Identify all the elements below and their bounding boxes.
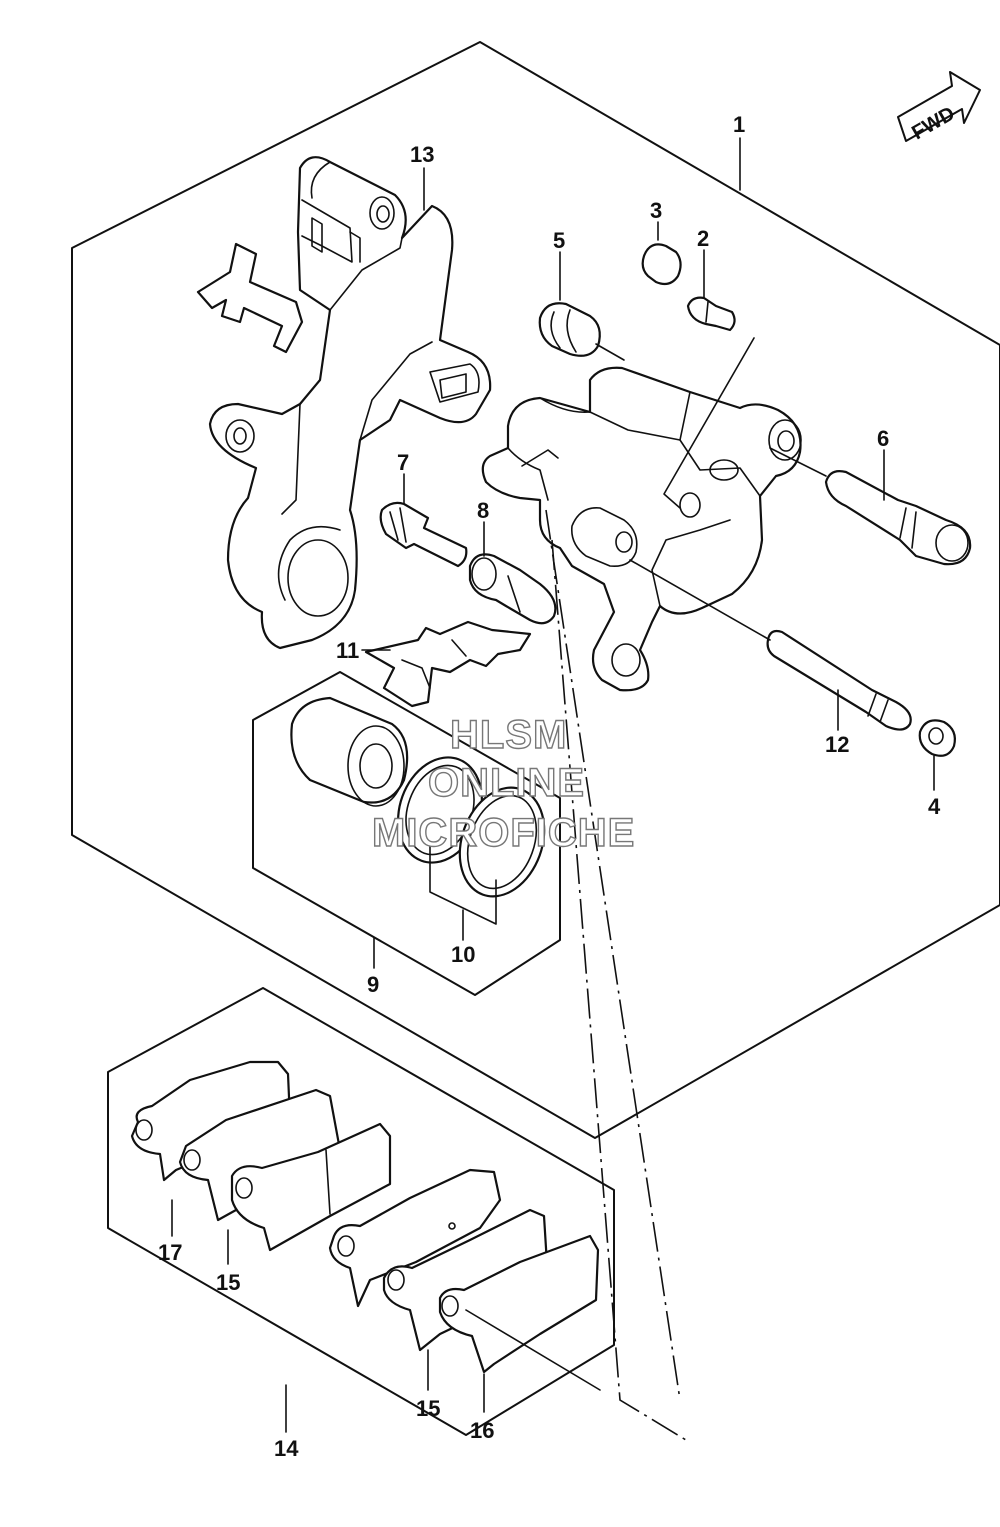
- callout-16: 16: [470, 1418, 494, 1443]
- callout-4: 4: [928, 794, 941, 819]
- caliper-body: [481, 366, 802, 692]
- callout-10: 10: [451, 942, 475, 967]
- pad-shim-inner-left: [178, 1088, 342, 1222]
- callout-1: 1: [733, 112, 745, 137]
- pad-shim-outer-right: [438, 1234, 600, 1374]
- callout-17: 17: [158, 1240, 182, 1265]
- callout-15a: 15: [216, 1270, 240, 1295]
- callout-14: 14: [274, 1436, 299, 1461]
- dust-seal: [458, 786, 546, 898]
- callout-6: 6: [877, 426, 889, 451]
- bleeder-valve: [686, 296, 736, 332]
- fwd-label: FWD: [908, 102, 958, 144]
- callout-15b: 15: [416, 1396, 440, 1421]
- callout-13: 13: [410, 142, 434, 167]
- watermark: HLSM ONLINE MICROFICHE: [371, 712, 635, 855]
- brake-pad-right: [328, 1168, 502, 1308]
- slide-pin: [824, 470, 972, 566]
- slide-pin-bolt: [379, 501, 468, 568]
- pad-spring: [364, 620, 532, 708]
- watermark-line-1: HLSM: [450, 713, 567, 757]
- watermark-line-3: MICROFICHE: [372, 811, 635, 855]
- brake-pad-kit-outline: [107, 987, 615, 1436]
- callout-7: 7: [397, 450, 409, 475]
- caliper-bracket: [208, 156, 492, 650]
- projection-lines: [545, 509, 687, 1441]
- dust-boot: [468, 553, 557, 625]
- callout-labels: 1 3 2 5 13 6 7 8 11 12 4 10 9 17 15 15 1…: [158, 112, 941, 1461]
- callout-12: 12: [825, 732, 849, 757]
- piston: [290, 696, 409, 807]
- pad-retainer-clip: [196, 242, 304, 354]
- nut: [918, 719, 956, 757]
- piston-seal-kit-outline: [252, 671, 561, 996]
- fwd-arrow-icon: FWD: [897, 71, 981, 144]
- cap: [641, 243, 682, 286]
- callout-11: 11: [336, 638, 359, 663]
- callout-9: 9: [367, 972, 379, 997]
- bleeder-cap: [538, 302, 601, 357]
- leader-lines: [171, 137, 935, 1433]
- brake-pad-left: [230, 1122, 392, 1252]
- callout-5: 5: [553, 228, 565, 253]
- callout-8: 8: [477, 498, 489, 523]
- callout-2: 2: [697, 226, 709, 251]
- caliper-assembly-outline: [71, 41, 1000, 1139]
- callout-3: 3: [650, 198, 662, 223]
- watermark-line-2: ONLINE: [428, 761, 585, 805]
- bracket-bolt: [766, 629, 912, 731]
